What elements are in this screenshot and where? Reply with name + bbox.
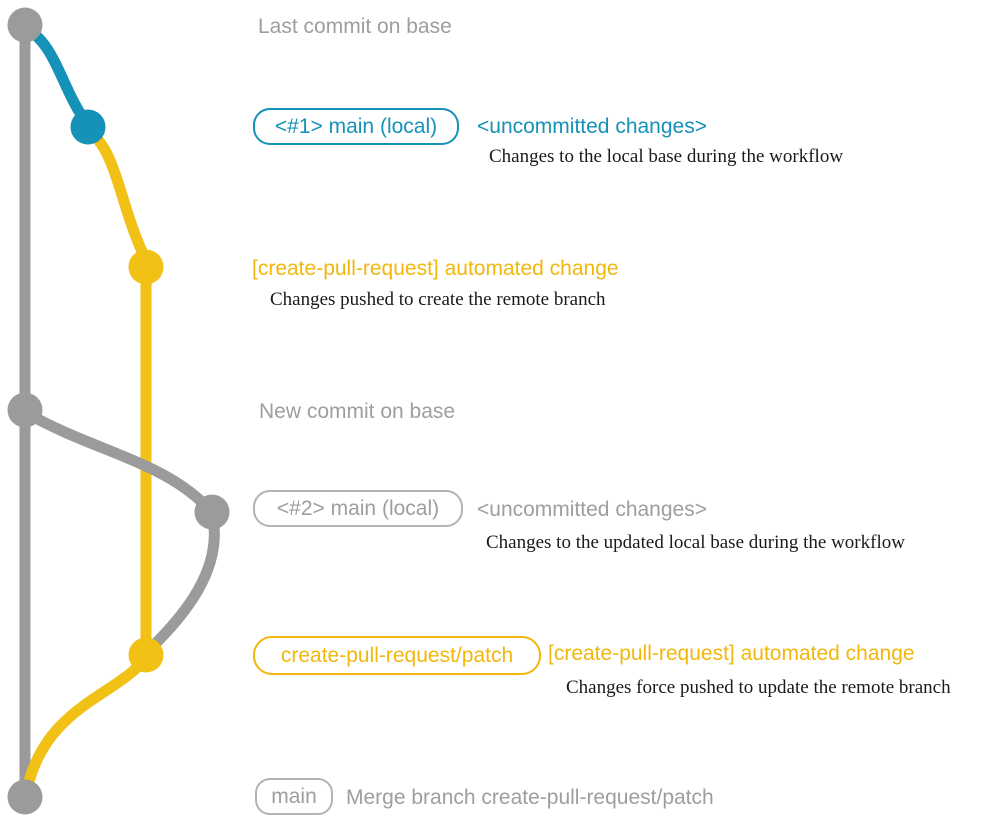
commit-title-automated-change-2: [create-pull-request] automated change xyxy=(548,642,915,665)
commit-node-patch-2 xyxy=(128,637,164,673)
commit-node-main-2 xyxy=(194,494,230,530)
milestone-new-commit-on-base: New commit on base xyxy=(259,400,456,423)
commit-title-merge-branch: Merge branch create-pull-request/patch xyxy=(346,786,714,809)
commit-title-automated-change-1: [create-pull-request] automated change xyxy=(252,257,619,280)
commit-description-4: Changes force pushed to update the remot… xyxy=(566,677,951,698)
commit-description-3: Changes to the updated local base during… xyxy=(486,532,905,553)
edge-main2-to-patch2 xyxy=(145,517,220,654)
edge-newbase-to-main2 xyxy=(22,407,209,509)
commit-node-last-base xyxy=(7,7,43,43)
commit-description-1: Changes to the local base during the wor… xyxy=(489,146,844,167)
edge-base-to-main1 xyxy=(21,22,93,129)
commit-title-uncommitted-changes-2: <uncommitted changes> xyxy=(477,498,707,521)
edge-main1-to-patch1 xyxy=(84,125,151,263)
branch-badge-main-local-1: <#1> main (local) xyxy=(253,108,459,145)
edge-patch2-to-merge xyxy=(21,653,151,792)
commit-description-2: Changes pushed to create the remote bran… xyxy=(270,289,606,310)
branch-badge-create-pull-request-patch: create-pull-request/patch xyxy=(253,636,541,675)
commit-node-merge xyxy=(7,779,43,815)
commit-node-patch-1 xyxy=(128,249,164,285)
commit-graph xyxy=(7,7,230,815)
branch-badge-main: main xyxy=(255,778,333,815)
commit-title-uncommitted-changes-1: <uncommitted changes> xyxy=(477,115,707,138)
milestone-last-commit-on-base: Last commit on base xyxy=(258,15,452,38)
branch-badge-main-local-2: <#2> main (local) xyxy=(253,490,463,527)
commit-node-main-1 xyxy=(70,109,106,145)
commit-node-new-base xyxy=(7,392,43,428)
